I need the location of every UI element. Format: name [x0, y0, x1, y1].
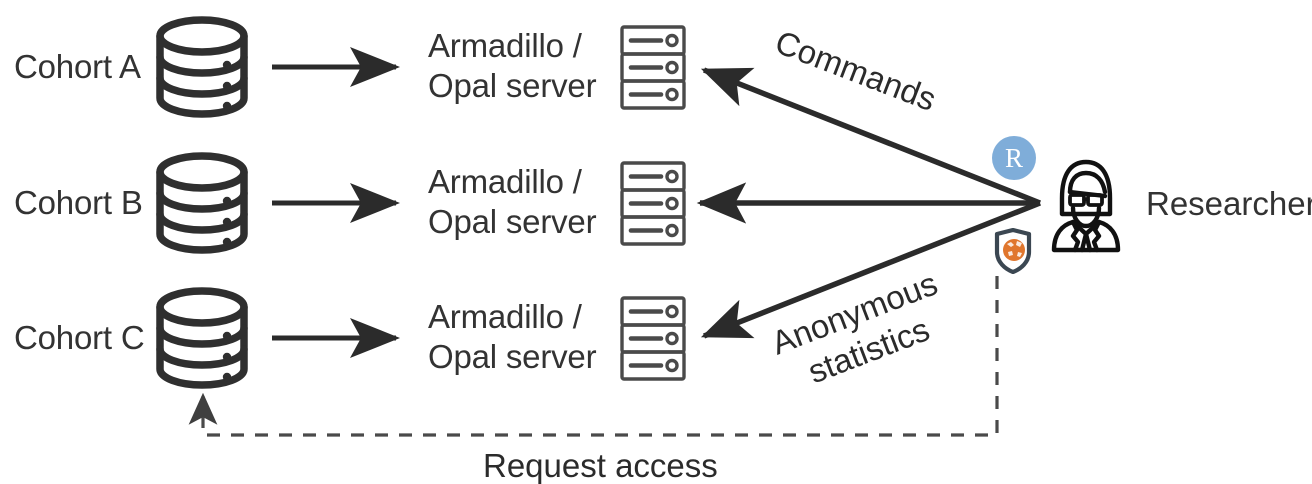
datashield-shield-icon: [993, 227, 1033, 279]
server-label-b: Armadillo / Opal server: [428, 163, 597, 240]
r-logo-icon: R: [992, 136, 1036, 180]
cohort-label-c: Cohort C: [14, 319, 145, 356]
server-rack-icon-c: [618, 295, 688, 388]
server-rack-icon-a: [618, 24, 688, 117]
server-label-c: Armadillo / Opal server: [428, 298, 597, 375]
researcher-label: Researcher: [1146, 185, 1312, 222]
flow-label-request-access: Request access: [483, 447, 718, 484]
researcher-person-icon: [1040, 152, 1132, 261]
database-cylinder-icon-cohort-a: [152, 14, 252, 125]
arrow-researcher-to-server-c: [700, 200, 1042, 339]
server-label-a: Armadillo / Opal server: [428, 27, 597, 104]
cohort-label-a: Cohort A: [14, 48, 141, 85]
database-cylinder-icon-cohort-b: [152, 150, 252, 261]
r-logo-letter: R: [1004, 142, 1023, 173]
arrow-researcher-to-server-a: [700, 67, 1042, 206]
server-rack-icon-b: [618, 160, 688, 253]
cohort-label-b: Cohort B: [14, 184, 143, 221]
database-cylinder-icon-cohort-c: [152, 285, 252, 396]
dashed-request-access-path: [188, 276, 999, 437]
